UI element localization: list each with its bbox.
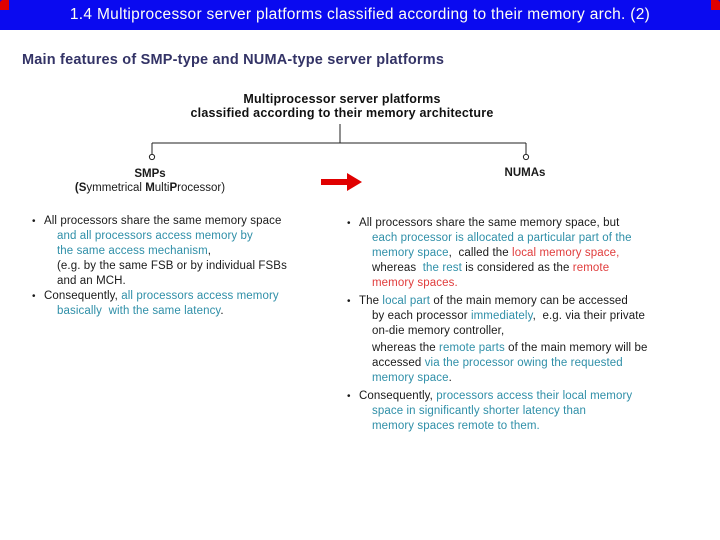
- numa-branch-label: NUMAs: [465, 167, 585, 179]
- text-segment: and an MCH.: [57, 275, 126, 287]
- tree-connector-lines: [148, 124, 530, 161]
- text-line: and all processors access memory by: [57, 229, 345, 244]
- text-line: by each processor immediately, e.g. via …: [372, 309, 717, 324]
- smp-name: SMPs: [134, 168, 166, 180]
- text-segment: ,: [616, 247, 620, 259]
- bullet-paragraph: • Consequently, processors access their l…: [345, 389, 717, 434]
- text-line: • All processors share the same memory sp…: [345, 216, 717, 231]
- text-line: the same access mechanism,: [57, 244, 345, 259]
- text-segment: immediately: [470, 309, 533, 322]
- text-segment: , called the: [448, 247, 513, 259]
- slide-border-corner-right: [711, 0, 720, 10]
- text-line: whereas the remote parts of the main mem…: [372, 341, 717, 356]
- text-segment: , e.g. via their private: [532, 309, 646, 322]
- text-segment: the same access mechanism: [57, 245, 208, 257]
- text-segment: remote: [572, 262, 610, 274]
- text-segment: (e.g. by the same FSB or by individual F…: [57, 260, 287, 272]
- numa-feature-list: • All processors share the same memory sp…: [345, 216, 717, 436]
- bullet-dot: •: [347, 390, 351, 402]
- text-segment: .: [448, 372, 452, 384]
- text-segment: whereas: [372, 262, 423, 274]
- text-segment: memory spaces remote to them.: [372, 419, 540, 432]
- text-segment: accessed: [372, 357, 425, 369]
- text-segment: each processor is allocated a particular…: [372, 232, 632, 244]
- text-segment: of the main memory can be accessed: [430, 294, 628, 307]
- text-line: each processor is allocated a particular…: [372, 231, 717, 246]
- diagram-title: Multiprocessor server platforms classifi…: [0, 92, 684, 120]
- text-segment: processors access their local memory: [436, 389, 633, 402]
- text-segment: is considered as the: [461, 262, 573, 274]
- slide-title-bar: 1.4 Multiprocessor server platforms clas…: [0, 0, 720, 30]
- text-line: • Consequently, processors access their l…: [345, 389, 717, 404]
- text-line: memory space, called the local memory sp…: [372, 246, 717, 261]
- text-line: • All processors share the same memory sp…: [30, 214, 345, 229]
- text-line: memory spaces remote to them.: [372, 419, 717, 434]
- text-line: and an MCH.: [57, 274, 345, 289]
- text-segment: ,: [207, 245, 212, 257]
- text-segment: on-die memory controller,: [372, 324, 505, 337]
- text-segment: Consequently,: [359, 389, 437, 402]
- numa-name: NUMAs: [504, 167, 546, 179]
- text-line: • The local part of the main memory can b…: [345, 294, 717, 309]
- red-right-arrow-icon: [321, 173, 362, 191]
- text-line: memory space.: [372, 371, 717, 386]
- text-segment: local part: [382, 294, 431, 307]
- text-segment: memory spaces.: [372, 277, 458, 289]
- diagram-title-line1: Multiprocessor server platforms: [243, 92, 441, 106]
- text-line: space in significantly shorter latency t…: [372, 404, 717, 419]
- bullet-paragraph: whereas the remote parts of the main mem…: [345, 341, 717, 386]
- text-segment: of the main memory will be: [504, 342, 648, 354]
- slide-title: 1.4 Multiprocessor server platforms clas…: [69, 6, 651, 23]
- text-segment: memory space: [372, 247, 449, 259]
- diagram-title-line2: classified according to their memory arc…: [190, 106, 494, 120]
- text-segment: M: [145, 182, 155, 194]
- text-line: memory spaces.: [372, 276, 717, 291]
- text-segment: rocessor): [177, 182, 226, 194]
- text-segment: local memory space: [512, 247, 617, 259]
- bullet-paragraph: • Consequently, all processors access mem…: [30, 289, 345, 319]
- text-segment: space in significantly shorter latency t…: [372, 404, 586, 417]
- text-segment: basically with the same latency: [57, 305, 221, 317]
- bullet-dot: •: [32, 291, 36, 302]
- smp-subtitle: (Symmetrical MultiProcessor): [55, 181, 245, 195]
- text-segment: memory space: [372, 372, 449, 384]
- smp-branch-label: SMPs (Symmetrical MultiProcessor): [55, 167, 245, 195]
- bullet-dot: •: [32, 216, 36, 227]
- text-segment: the rest: [422, 262, 462, 274]
- text-line: accessed via the processor owing the req…: [372, 356, 717, 371]
- text-segment: (S: [74, 182, 87, 194]
- text-segment: by each processor: [372, 309, 471, 322]
- text-segment: All processors share the same memory spa…: [359, 217, 620, 229]
- bullet-dot: •: [347, 218, 351, 229]
- text-segment: The: [359, 294, 383, 307]
- text-segment: ymmetrical: [86, 182, 146, 194]
- bullet-paragraph: • All processors share the same memory sp…: [345, 216, 717, 291]
- bullet-paragraph: • All processors share the same memory sp…: [30, 214, 345, 289]
- text-line: whereas the rest is considered as the re…: [372, 261, 717, 276]
- text-segment: remote parts: [439, 342, 505, 354]
- smp-feature-list: • All processors share the same memory sp…: [30, 214, 345, 319]
- bullet-paragraph: • The local part of the main memory can b…: [345, 294, 717, 339]
- text-line: • Consequently, all processors access mem…: [30, 289, 345, 304]
- text-segment: .: [220, 305, 224, 317]
- slide-border-corner-left: [0, 0, 9, 10]
- text-segment: and all processors access memory by: [57, 230, 253, 242]
- text-segment: whereas the: [372, 342, 440, 354]
- text-line: (e.g. by the same FSB or by individual F…: [57, 259, 345, 274]
- text-line: basically with the same latency.: [57, 304, 345, 319]
- branch-node-circle: [148, 153, 156, 161]
- text-segment: all processors access memory: [121, 290, 279, 302]
- text-segment: P: [169, 182, 178, 194]
- text-line: on-die memory controller,: [372, 324, 717, 339]
- text-segment: via the processor owing the requested: [424, 357, 623, 369]
- branch-node-circle: [522, 153, 530, 161]
- bullet-dot: •: [347, 295, 351, 307]
- text-segment: Consequently,: [44, 290, 122, 302]
- section-heading: Main features of SMP-type and NUMA-type …: [22, 52, 445, 68]
- text-segment: All processors share the same memory spa…: [44, 215, 282, 227]
- text-segment: ulti: [154, 182, 170, 194]
